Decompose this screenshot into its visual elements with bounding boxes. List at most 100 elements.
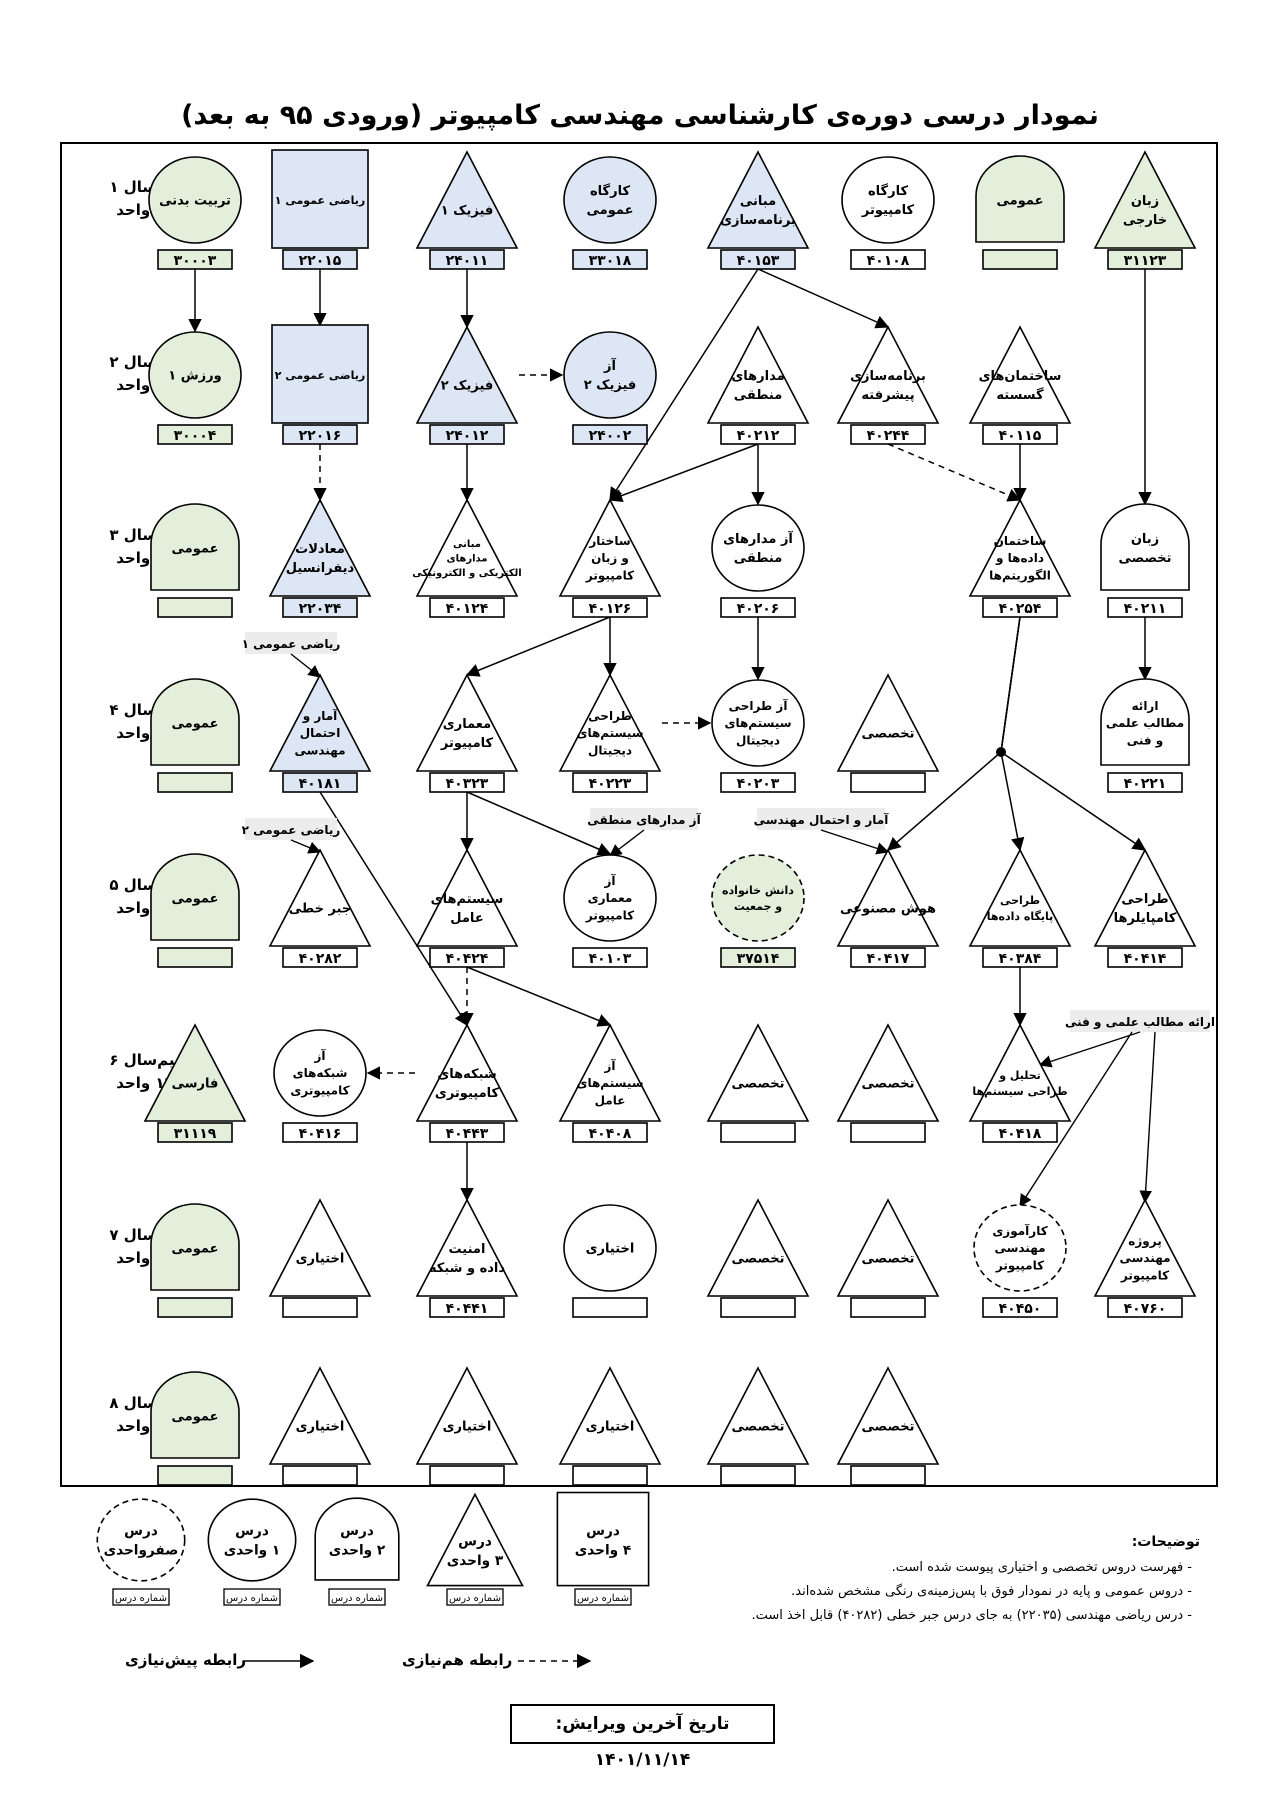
course-label: آمار و — [302, 708, 338, 724]
course-label: کامپایلرها — [1114, 911, 1177, 926]
course-code-box — [157, 249, 233, 270]
course-label: مهندسی — [994, 1241, 1045, 1255]
course-label: مبانی — [453, 539, 481, 550]
course-label: پیشرفته — [861, 388, 914, 403]
course-code-box — [429, 947, 505, 968]
course-code: ۲۴۰۱۱ — [446, 253, 489, 269]
course-node: عمومی — [150, 1371, 240, 1486]
course-label: کامپیوتر — [440, 736, 494, 751]
course-code: ۴۰۴۲۴ — [446, 951, 489, 967]
course-label: آز — [603, 873, 616, 888]
legend-prereq-label: رابطه پیش‌نیازی — [125, 1651, 247, 1669]
course-code-box — [572, 1465, 648, 1486]
course-code-box — [982, 597, 1058, 618]
course-label: پایگاه داده‌ها — [987, 910, 1054, 923]
course-label: سیستم‌های — [576, 726, 643, 740]
course-code-box — [1107, 249, 1183, 270]
course-label: کامپیوتر — [861, 203, 915, 218]
course-label: تخصصی — [1118, 551, 1171, 566]
course-label: عمومی — [172, 892, 219, 907]
course-code-box — [572, 947, 648, 968]
course-code-box — [850, 249, 926, 270]
course-label: آز — [603, 357, 616, 374]
course-label: مبانی — [740, 194, 776, 209]
callout-box — [590, 808, 698, 830]
course-code-box — [1107, 597, 1183, 618]
course-code-box — [720, 947, 796, 968]
course-node: اختیاری — [268, 1366, 372, 1486]
course-label: درس — [586, 1523, 620, 1539]
course-label: ۱ واحدی — [224, 1543, 280, 1559]
course-code: ۳۰۰۰۳ — [174, 253, 217, 269]
course-label: جبر خطی — [289, 902, 351, 917]
course-code-box — [282, 772, 358, 793]
course-node: تخصصی — [706, 1023, 810, 1143]
legend-code-caption: شماره درس — [331, 1593, 383, 1604]
course-code-box — [850, 947, 926, 968]
course-label: تخصصی — [861, 727, 914, 742]
course-code-box — [1107, 772, 1183, 793]
course-code: ۴۰۴۱۴ — [1124, 951, 1167, 967]
course-code-box — [850, 1297, 926, 1318]
course-label: معماری — [588, 891, 633, 905]
course-code-box — [982, 249, 1058, 270]
course-label: اختیاری — [586, 1242, 635, 1257]
course-code-box — [572, 597, 648, 618]
course-label: منطقی — [734, 551, 783, 566]
course-label: معادلات — [295, 542, 345, 557]
course-code: ۴۰۳۲۳ — [446, 776, 489, 792]
legend-code-box — [446, 1588, 504, 1606]
course-code-box — [429, 424, 505, 445]
course-code: ۴۰۴۰۸ — [589, 1126, 632, 1142]
relation-edge — [465, 616, 611, 677]
course-label: عمومی — [172, 542, 219, 557]
course-label: مدارهای — [446, 554, 487, 565]
course-label: الکتریکی و الکترونیکی — [412, 568, 521, 579]
legend-code-caption: شماره درس — [226, 1593, 278, 1604]
course-code-box — [282, 424, 358, 445]
course-code: ۴۰۴۱۸ — [999, 1126, 1042, 1142]
course-label: دیجیتال — [588, 744, 632, 758]
course-code-box — [982, 424, 1058, 445]
course-label: کارآموزی — [992, 1223, 1047, 1239]
course-label: صفرواحدی — [104, 1543, 179, 1559]
course-label: اختیاری — [296, 1420, 345, 1435]
course-label: عمومی — [172, 1242, 219, 1257]
relation-edge — [887, 443, 1022, 502]
prereq-callout: آز مدارهای منطقی — [587, 808, 702, 857]
course-code: ۲۲۰۱۵ — [299, 253, 342, 269]
course-code-box — [282, 1122, 358, 1143]
course-code-box — [157, 1297, 233, 1318]
course-node: تخصصی — [706, 1366, 810, 1486]
callout-box — [1070, 1010, 1210, 1032]
course-code: ۳۰۰۰۴ — [174, 428, 217, 444]
course-node: عمومی — [975, 155, 1065, 270]
callout-arrow — [290, 839, 322, 854]
course-label: دیفرانسیل — [286, 561, 355, 576]
prereq-callout: آمار و احتمال مهندسی — [754, 808, 889, 855]
course-label: فیزیک ۲ — [584, 378, 637, 393]
course-label: کارگاه — [868, 183, 908, 199]
course-code-box — [157, 1122, 233, 1143]
course-code: ۲۲۰۱۶ — [299, 428, 342, 444]
course-label: و جمعیت — [734, 900, 782, 913]
course-code-box — [850, 772, 926, 793]
course-code-box — [282, 1297, 358, 1318]
course-label: ساختار — [588, 534, 630, 548]
legend-code-caption: شماره درس — [115, 1593, 167, 1604]
